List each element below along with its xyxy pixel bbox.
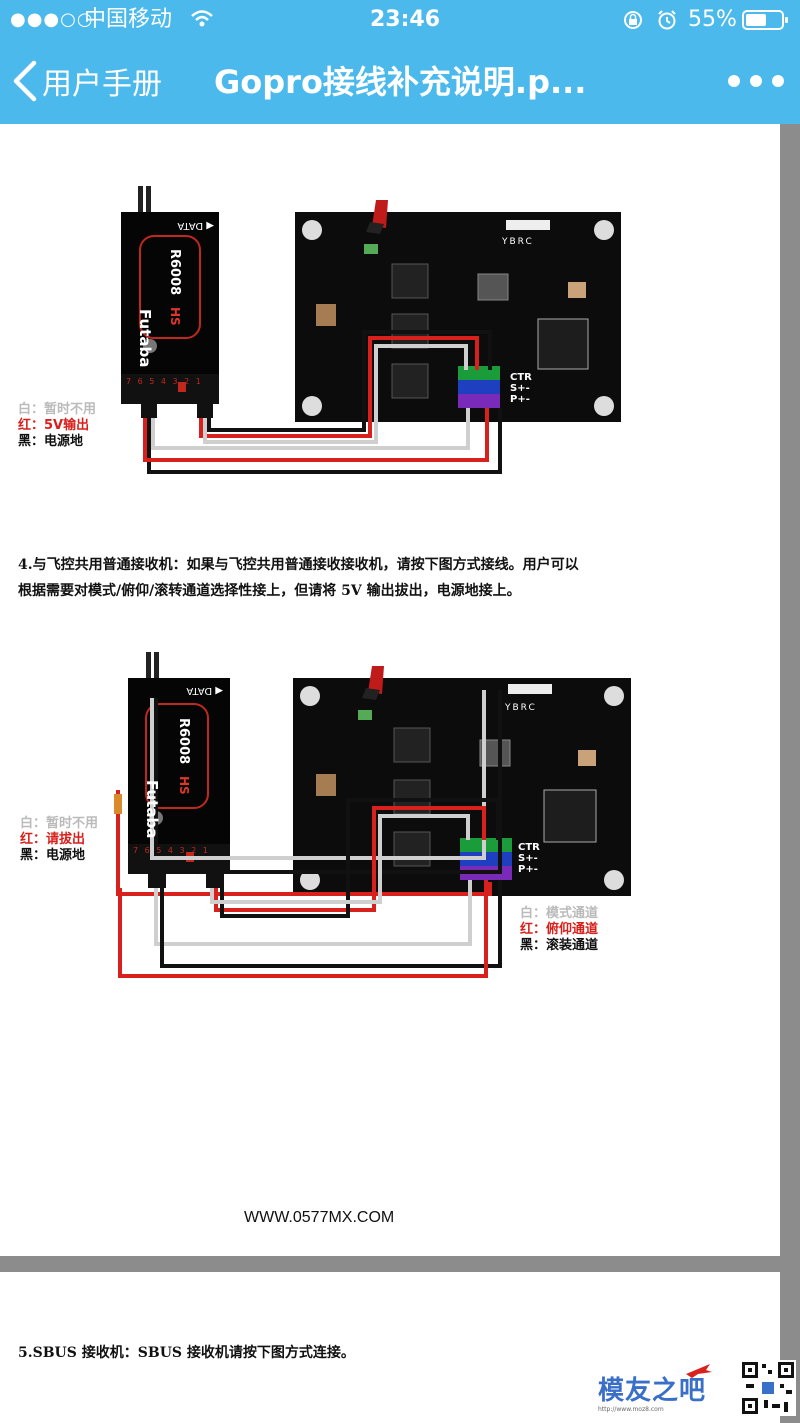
paragraph-line: 根据需要对模式/俯仰/滚转通道选择性接上，但请将 5V 输出拔出，电源地接上。	[18, 583, 521, 599]
legend-text: 请拔出	[46, 832, 86, 847]
legend-color: 黑：	[520, 938, 547, 953]
legend-2-left: 白：暂时不用 红：请拔出 黑：电源地	[20, 816, 98, 864]
chevron-left-icon	[13, 60, 37, 102]
legend-text: 俯仰通道	[546, 922, 599, 937]
legend-row: 白：暂时不用	[20, 816, 98, 832]
legend-row: 白：模式通道	[520, 906, 598, 922]
legend-text: 暂时不用	[46, 816, 99, 831]
battery-icon	[742, 10, 788, 30]
legend-color: 白：	[520, 906, 547, 921]
legend-color: 红：	[18, 418, 45, 433]
document-page: 5.SBUS 接收机：SBUS 接收机请按下图方式连接。	[0, 1272, 780, 1423]
wiring-diagram-2	[114, 652, 631, 978]
board-top-pin-label: YBRC	[505, 703, 537, 713]
legend-1: 白：暂时不用 红：5V输出 黑：电源地	[18, 402, 96, 450]
document-page: ◀ DATA Futaba R6008 HS 7 6 5 4 3 2 1 CTR…	[0, 124, 780, 1256]
more-options-button[interactable]	[728, 66, 784, 96]
legend-color: 红：	[20, 832, 47, 847]
watermark-logo: 模友之吧 http://www.moz8.com	[598, 1360, 738, 1420]
more-dot-icon	[750, 75, 762, 87]
airplane-icon	[686, 1364, 712, 1378]
back-button[interactable]: 用户手册	[12, 56, 162, 106]
legend-row: 红：5V输出	[18, 418, 96, 434]
carrier-label: 中国移动	[84, 7, 173, 32]
alarm-icon	[658, 10, 676, 30]
board-pin-label: P+-	[518, 864, 538, 875]
page-title: Gopro接线补充说明.p...	[214, 63, 587, 101]
mcu-chip	[543, 789, 597, 843]
board-pin-label: S+-	[510, 383, 530, 394]
legend-row: 黑：电源地	[18, 434, 96, 450]
legend-text: 滚装通道	[546, 938, 599, 953]
board-pin-labels: CTR S+- P+-	[518, 842, 540, 875]
website-url: WWW.0577MX.COM	[244, 1209, 395, 1226]
legend-row: 黑：滚装通道	[520, 938, 598, 954]
legend-text: 暂时不用	[44, 402, 97, 417]
clock-time: 23:46	[370, 7, 441, 32]
signal-strength-icon: ●●●○○	[10, 9, 94, 30]
paragraph-line: 4.与飞控共用普通接收机：如果与飞控共用普通接收接收机，请按下图方式接线。用户可…	[18, 557, 579, 573]
board-top-pin-label: YBRC	[502, 237, 534, 247]
paragraph-line: 5.SBUS 接收机：SBUS 接收机请按下图方式连接。	[18, 1345, 355, 1361]
legend-color: 黑：	[20, 848, 47, 863]
watermark-url: http://www.moz8.com	[598, 1406, 664, 1413]
more-dot-icon	[728, 75, 740, 87]
watermark-text: 模友之吧	[598, 1376, 707, 1406]
legend-row: 白：暂时不用	[18, 402, 96, 418]
section-4-paragraph: 4.与飞控共用普通接收机：如果与飞控共用普通接收接收机，请按下图方式接线。用户可…	[18, 552, 579, 604]
status-bar: ●●●○○ 中国移动 23:46 55%	[0, 0, 800, 40]
legend-row: 黑：电源地	[20, 848, 98, 864]
board-pin-labels: CTR S+- P+-	[510, 372, 532, 405]
legend-color: 白：	[18, 402, 45, 417]
rotation-lock-icon	[624, 11, 642, 29]
board-pin-label: P+-	[510, 394, 530, 405]
legend-color: 红：	[520, 922, 547, 937]
legend-text: 电源地	[46, 848, 86, 863]
legend-text: 5V输出	[44, 418, 90, 433]
section-5-paragraph: 5.SBUS 接收机：SBUS 接收机请按下图方式连接。	[18, 1340, 355, 1366]
navigation-bar: 用户手册 Gopro接线补充说明.p...	[0, 40, 800, 124]
wiring-diagram-1	[121, 186, 621, 474]
legend-color: 黑：	[18, 434, 45, 449]
legend-row: 红：俯仰通道	[520, 922, 598, 938]
back-button-label: 用户手册	[42, 67, 162, 102]
board-pin-label: CTR	[518, 842, 540, 853]
unplugged-red-lead	[114, 794, 122, 814]
more-dot-icon	[772, 75, 784, 87]
legend-text: 模式通道	[546, 906, 599, 921]
mcu-chip	[537, 318, 589, 370]
board-pin-label: CTR	[510, 372, 532, 383]
receiver	[121, 212, 219, 388]
legend-text: 电源地	[44, 434, 84, 449]
legend-row: 红：请拔出	[20, 832, 98, 848]
qr-code-icon	[740, 1360, 796, 1416]
legend-color: 白：	[20, 816, 47, 831]
legend-2-right: 白：模式通道 红：俯仰通道 黑：滚装通道	[520, 906, 598, 954]
battery-percentage: 55%	[688, 7, 737, 32]
wifi-icon	[191, 10, 213, 27]
board-pin-label: S+-	[518, 853, 538, 864]
